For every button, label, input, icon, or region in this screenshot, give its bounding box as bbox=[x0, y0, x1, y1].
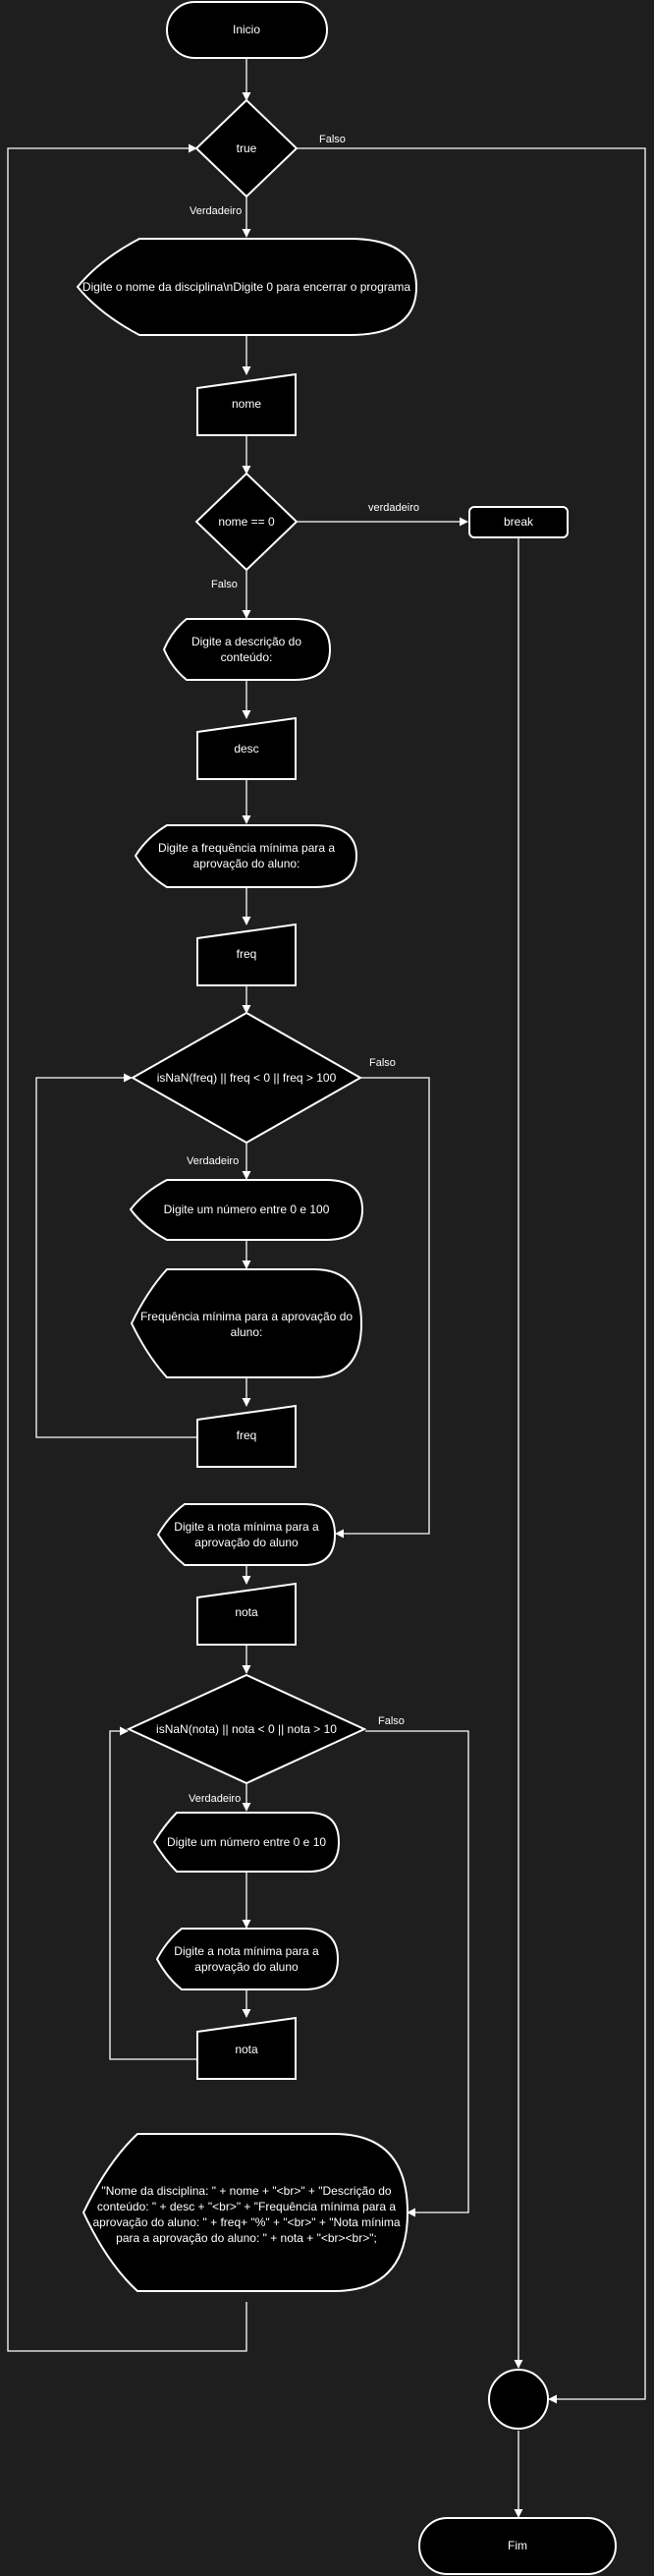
display-prompt-name: Digite o nome da disciplina\nDigite 0 pa… bbox=[76, 238, 418, 336]
edge-true-false-to-end bbox=[297, 147, 646, 2404]
display-prompt-desc-line1: Digite a descrição do bbox=[191, 635, 301, 648]
process-break-label: break bbox=[504, 515, 534, 529]
display-freq-again-line1: Frequência mínima para a aprovação do bbox=[140, 1310, 353, 1323]
input-nome-label: nome bbox=[232, 397, 261, 411]
decision-nota-invalid: isNaN(nota) || nota < 0 || nota > 10 bbox=[126, 1673, 367, 1785]
decision-nome-zero: nome == 0 bbox=[194, 472, 299, 572]
input-nota: nota bbox=[196, 1582, 297, 1646]
input-freq: freq bbox=[196, 923, 297, 986]
display-prompt-freq: Digite a frequência mínima para a aprova… bbox=[134, 824, 358, 888]
input-desc: desc bbox=[196, 716, 297, 780]
display-prompt-desc-line2: conteúdo: bbox=[221, 650, 273, 664]
decision-freq-invalid: isNaN(freq) || freq < 0 || freq > 100 bbox=[130, 1011, 363, 1145]
display-prompt-freq-line2: aprovação do aluno: bbox=[193, 857, 300, 870]
label-nota-yes: Verdadeiro bbox=[189, 1793, 241, 1805]
display-prompt-nota-line1: Digite a nota mínima para a bbox=[174, 1520, 319, 1534]
decision-freq-invalid-label: isNaN(freq) || freq < 0 || freq > 100 bbox=[157, 1071, 337, 1085]
edge-nota2-loop bbox=[109, 1726, 197, 2060]
display-result-line1: "Nome da disciplina: " + nome + "<br>" +… bbox=[101, 2184, 391, 2198]
display-result: "Nome da disciplina: " + nome + "<br>" +… bbox=[82, 2133, 409, 2292]
decision-while-true: true bbox=[194, 98, 299, 198]
input-desc-label: desc bbox=[234, 742, 258, 756]
display-result-line4: para a aprovação do aluno: " + nota + "<… bbox=[116, 2231, 377, 2245]
display-result-line3: aprovação do aluno: " + freq+ "%" + "<br… bbox=[92, 2215, 400, 2229]
display-nota-error: Digite um número entre 0 e 10 bbox=[152, 1812, 341, 1873]
end-terminal: Fim bbox=[418, 2517, 617, 2575]
edge-freq2-loop bbox=[35, 1073, 197, 1438]
edge-freqcond-false bbox=[335, 1077, 430, 1539]
input-nota-retry-label: nota bbox=[235, 2043, 258, 2056]
display-prompt-desc: Digite a descrição do conteúdo: bbox=[162, 618, 332, 681]
display-nota-again-line1: Digite a nota mínima para a bbox=[174, 1944, 319, 1958]
display-prompt-freq-line1: Digite a frequência mínima para a bbox=[158, 841, 335, 855]
decision-nome-zero-label: nome == 0 bbox=[218, 515, 275, 529]
label-true-false: Falso bbox=[319, 134, 346, 145]
display-prompt-nota-line2: aprovação do aluno bbox=[194, 1536, 299, 1549]
nodes: Inicio true Digite o nome da disciplina\… bbox=[76, 1, 617, 2575]
connector-circle bbox=[488, 2369, 549, 2430]
input-nome: nome bbox=[196, 372, 297, 436]
input-nota-retry: nota bbox=[196, 2016, 297, 2080]
display-freq-again: Frequência mínima para a aprovação do al… bbox=[130, 1268, 363, 1378]
display-prompt-nota: Digite a nota mínima para a aprovação do… bbox=[156, 1503, 337, 1566]
edge-notacond-false bbox=[365, 1730, 469, 2217]
display-nota-again: Digite a nota mínima para a aprovação do… bbox=[155, 1928, 340, 1990]
label-nome-no: Falso bbox=[211, 579, 238, 590]
label-nome-yes: verdadeiro bbox=[368, 502, 419, 514]
edge-result-loop bbox=[7, 143, 247, 2352]
input-freq-retry: freq bbox=[196, 1404, 297, 1468]
end-label: Fim bbox=[508, 2539, 527, 2552]
display-nota-again-line2: aprovação do aluno bbox=[194, 1960, 299, 1974]
display-result-line2: conteúdo: " + desc + "<br>" + "Frequênci… bbox=[97, 2200, 397, 2213]
label-true-yes: Verdadeiro bbox=[190, 205, 242, 217]
input-freq-label: freq bbox=[237, 947, 257, 961]
edges bbox=[7, 58, 646, 2518]
edge-labels: Falso Verdadeiro verdadeiro Falso Falso … bbox=[187, 134, 419, 1805]
label-freq-yes: Verdadeiro bbox=[187, 1155, 239, 1167]
process-break: break bbox=[468, 506, 569, 538]
display-freq-error: Digite um número entre 0 e 100 bbox=[129, 1179, 364, 1241]
decision-while-true-label: true bbox=[237, 141, 257, 155]
start-terminal: Inicio bbox=[166, 1, 328, 59]
decision-nota-invalid-label: isNaN(nota) || nota < 0 || nota > 10 bbox=[156, 1722, 337, 1736]
label-nota-no: Falso bbox=[378, 1715, 405, 1727]
input-freq-retry-label: freq bbox=[237, 1428, 257, 1442]
display-nota-error-text: Digite um número entre 0 e 10 bbox=[167, 1835, 326, 1849]
label-freq-no: Falso bbox=[369, 1057, 396, 1069]
display-freq-error-text: Digite um número entre 0 e 100 bbox=[164, 1203, 330, 1216]
display-prompt-name-text: Digite o nome da disciplina\nDigite 0 pa… bbox=[82, 280, 411, 294]
input-nota-label: nota bbox=[235, 1605, 258, 1619]
display-freq-again-line2: aluno: bbox=[231, 1325, 263, 1339]
start-label: Inicio bbox=[233, 23, 260, 36]
